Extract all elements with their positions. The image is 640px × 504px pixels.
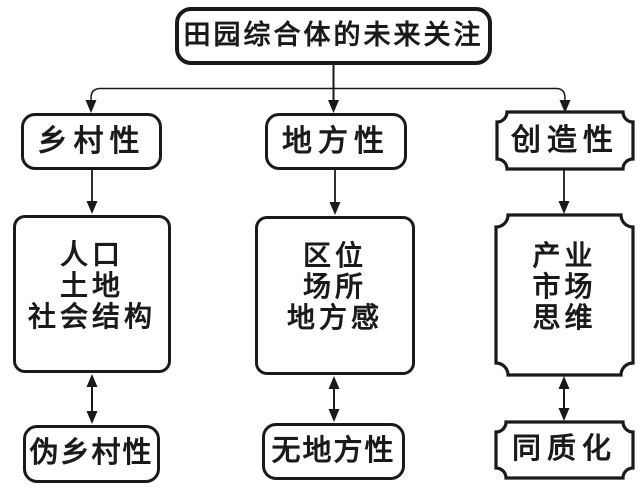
- node-locality-elements: 区位 场所 地方感: [255, 216, 415, 375]
- element-line: 思维: [532, 302, 597, 334]
- element-line: 区位: [302, 241, 367, 272]
- arrowhead-up-icon: [558, 376, 570, 389]
- node-homogenization: 同质化: [496, 422, 633, 478]
- element-line: 土地: [59, 270, 124, 302]
- arrowhead-down-icon: [85, 100, 97, 113]
- arrowhead-up-icon: [328, 376, 340, 389]
- element-line: 市场: [532, 271, 597, 303]
- arrowhead-down-icon: [86, 411, 98, 424]
- root-label: 田园综合体的未来关注: [183, 20, 484, 51]
- arrowhead-down-icon: [558, 408, 570, 421]
- arrowhead-down-icon: [328, 100, 339, 113]
- node-creativity-elements: 产业 市场 思维: [496, 215, 633, 375]
- node-rurality: 乡村性: [21, 113, 162, 170]
- homogenization-label: 同质化: [511, 433, 617, 466]
- connector-branch: [90, 87, 566, 103]
- node-placelessness: 无地方性: [262, 423, 405, 480]
- placelessness-label: 无地方性: [271, 434, 396, 467]
- node-creativity-elements-shape: [494, 213, 635, 377]
- arrowhead-down-icon: [329, 202, 341, 215]
- node-creativity-shape: [495, 110, 635, 171]
- locality-label: 地方性: [282, 125, 390, 158]
- arrowhead-up-icon: [86, 374, 98, 387]
- element-line: 人口: [59, 239, 124, 271]
- element-line: 产业: [532, 240, 597, 272]
- arrowhead-down-icon: [328, 409, 340, 422]
- rurality-label: 乡村性: [37, 125, 146, 158]
- node-homogenization-shape: [494, 420, 635, 480]
- node-root: 田园综合体的未来关注: [175, 7, 492, 65]
- arrowhead-down-icon: [86, 201, 98, 214]
- element-line: 社会结构: [27, 301, 156, 333]
- creativity-label: 创造性: [511, 124, 619, 157]
- node-rurality-elements: 人口 土地 社会结构: [13, 215, 171, 373]
- pseudo-rurality-label: 伪乡村性: [29, 437, 154, 470]
- element-line: 场所: [302, 272, 367, 303]
- node-pseudo-rurality: 伪乡村性: [23, 425, 160, 483]
- arrowhead-down-icon: [559, 100, 571, 113]
- node-locality: 地方性: [265, 113, 407, 170]
- node-creativity: 创造性: [497, 112, 633, 169]
- arrowhead-down-icon: [558, 201, 570, 214]
- element-line: 地方感: [286, 303, 383, 334]
